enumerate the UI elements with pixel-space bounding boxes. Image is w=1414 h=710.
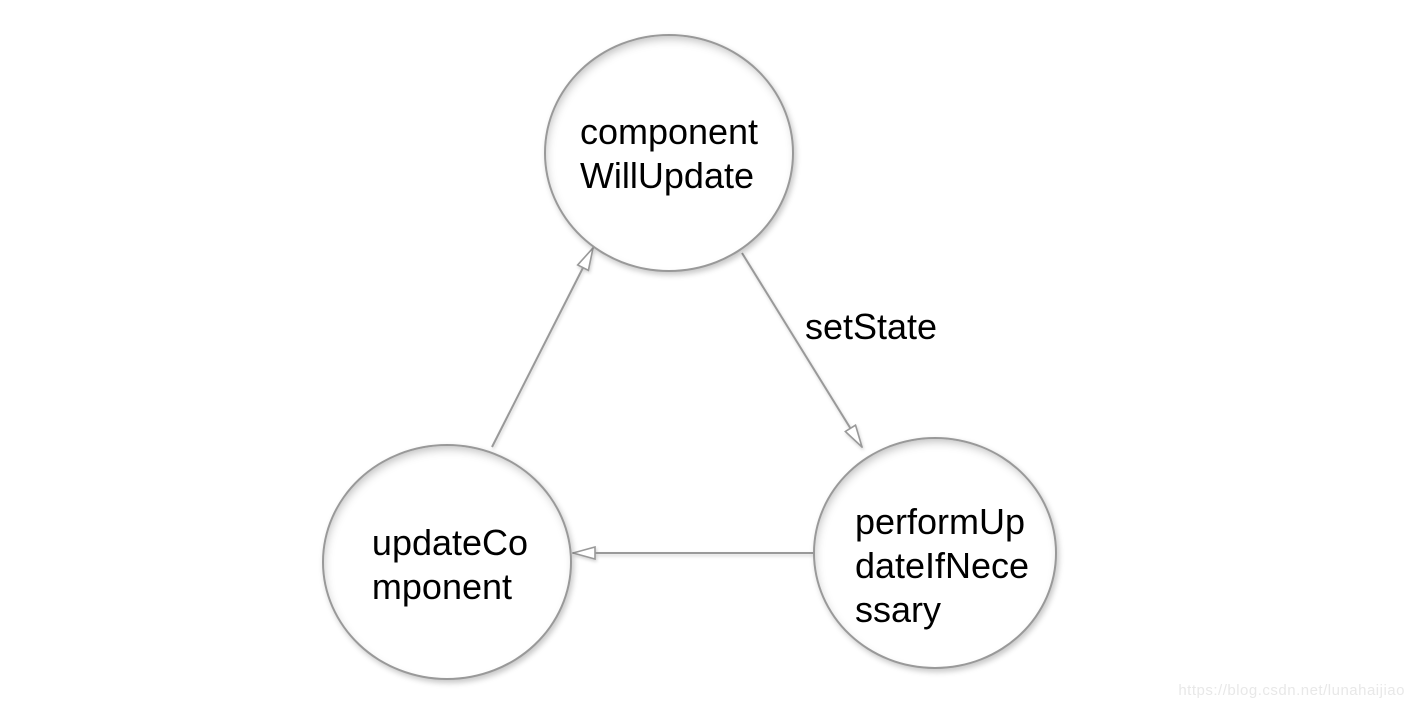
node-component-will-update-label: component WillUpdate (580, 110, 758, 198)
node-label-line: updateCo (371, 522, 529, 563)
node-label-line: component (579, 111, 759, 152)
node-label-line: mponent (371, 566, 513, 607)
node-label-line: WillUpdate (579, 155, 754, 196)
watermark-url: https://blog.csdn.net/lunahaijiao (1178, 682, 1405, 699)
node-update-component: updateCo mponent (322, 444, 572, 680)
node-label-line: performUp (854, 501, 1025, 542)
edge-label-setstate: setState (805, 306, 938, 347)
node-update-component-label: updateCo mponent (372, 521, 528, 609)
node-perform-update-if-necessary: performUp dateIfNece ssary (813, 437, 1057, 669)
edge-update-to-willupdate-arrow (491, 248, 593, 448)
node-perform-update-if-necessary-label: performUp dateIfNece ssary (855, 500, 1029, 632)
edge-setstate-arrow (741, 252, 862, 447)
node-label-line: dateIfNece (854, 545, 1030, 586)
node-label-line: ssary (854, 589, 941, 630)
node-component-will-update: component WillUpdate (544, 34, 794, 272)
